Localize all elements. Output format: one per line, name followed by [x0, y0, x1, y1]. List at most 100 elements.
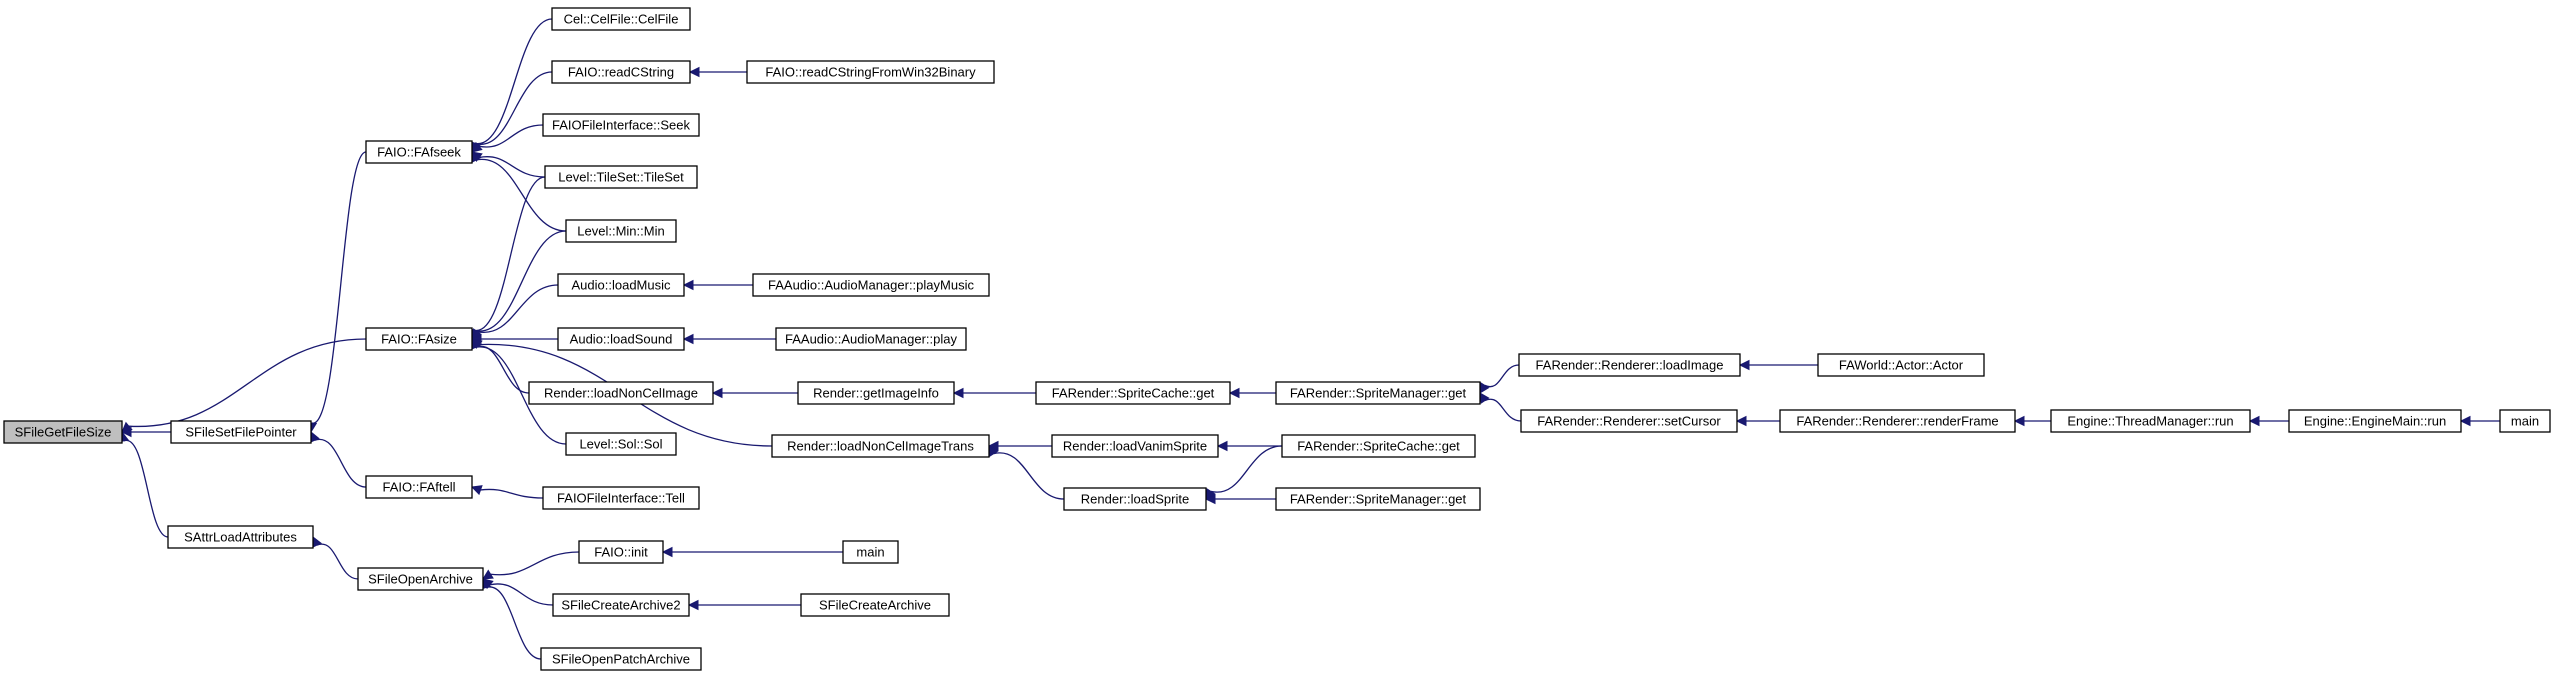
node-farender-setcursor[interactable]: FARender::Renderer::setCursor [1520, 409, 1738, 433]
edge-sfilecreatearchive-to-sfilecreatearchive2 [687, 599, 801, 611]
node-box [551, 60, 691, 84]
node-farender-loadimage[interactable]: FARender::Renderer::loadImage [1518, 353, 1741, 377]
node-render-getimageinfo[interactable]: Render::getImageInfo [797, 381, 955, 405]
edge-line [485, 586, 542, 660]
node-box [1063, 487, 1207, 511]
edge-line [1210, 445, 1283, 493]
arrow-head [470, 485, 483, 496]
node-box [1275, 487, 1481, 511]
node-box [557, 327, 685, 351]
node-label: FAAudio::AudioManager::playMusic [768, 278, 974, 293]
node-label: FARender::SpriteManager::get [1290, 492, 1467, 507]
node-box [170, 420, 312, 444]
node-label: Level::Min::Min [577, 224, 664, 239]
node-label: Render::loadNonCelImageTrans [787, 439, 974, 454]
node-box [365, 327, 473, 351]
node-sfileopenpatcharchive[interactable]: SFileOpenPatchArchive [540, 647, 702, 671]
node-label: Render::loadNonCelImage [544, 386, 698, 401]
node-label: FAIOFileInterface::Tell [557, 491, 685, 506]
node-engine-threadmanager-run[interactable]: Engine::ThreadManager::run [2050, 409, 2251, 433]
node-render-loadsprite[interactable]: Render::loadSprite [1063, 487, 1207, 511]
node-box [365, 140, 473, 164]
edge-sfileopenarchive-to-sattrloadattributes [312, 535, 359, 580]
node-audio-loadmusic[interactable]: Audio::loadMusic [557, 273, 685, 297]
node-label: main [856, 545, 884, 560]
node-faaudio-play[interactable]: FAAudio::AudioManager::play [775, 327, 967, 351]
node-box [1035, 381, 1231, 405]
node-faworld-actor[interactable]: FAWorld::Actor::Actor [1817, 353, 1985, 377]
node-render-loadvanimsprite[interactable]: Render::loadVanimSprite [1051, 434, 1219, 458]
node-box [1051, 434, 1219, 458]
node-level-min[interactable]: Level::Min::Min [565, 219, 677, 243]
node-sfileopenarchive[interactable]: SFileOpenArchive [357, 567, 484, 591]
node-label: FARender::Renderer::renderFrame [1796, 414, 1998, 429]
edge-audio-loadsound-to-faio-fasize [470, 333, 558, 345]
edge-line [474, 18, 553, 144]
node-box [1779, 409, 2016, 433]
edge-sattrloadattributes-to-sfilegetfilesize [118, 430, 169, 538]
node-sfilegetfilesize[interactable]: SFileGetFileSize [3, 420, 123, 444]
node-audio-loadsound[interactable]: Audio::loadSound [557, 327, 685, 351]
node-engine-enginemain-run[interactable]: Engine::EngineMain::run [2288, 409, 2462, 433]
node-main-1[interactable]: main [842, 540, 899, 564]
node-farender-spritemanager-get-2[interactable]: FARender::SpriteManager::get [1275, 487, 1481, 511]
node-faaudio-playmusic[interactable]: FAAudio::AudioManager::playMusic [752, 273, 990, 297]
node-render-loadnoncelimagetrans[interactable]: Render::loadNonCelImageTrans [771, 434, 990, 458]
node-faiofileinterface-seek[interactable]: FAIOFileInterface::Seek [542, 113, 700, 137]
edge-level-min-to-faio-fafseek [471, 151, 567, 232]
arrow-head [952, 387, 964, 399]
node-label: SFileGetFileSize [15, 425, 112, 440]
node-sfilesetfilepointer[interactable]: SFileSetFilePointer [170, 420, 312, 444]
edge-cel-celfile-to-faio-fafseek [469, 18, 553, 154]
node-faio-init[interactable]: FAIO::init [578, 540, 664, 564]
arrow-head [310, 430, 320, 443]
node-faio-readcstring[interactable]: FAIO::readCString [551, 60, 691, 84]
node-level-tileset[interactable]: Level::TileSet::TileSet [544, 165, 698, 189]
node-cel-celfile[interactable]: Cel::CelFile::CelFile [551, 7, 691, 31]
node-sattrloadattributes[interactable]: SAttrLoadAttributes [167, 525, 314, 549]
node-faio-readcstringfromwin32binary[interactable]: FAIO::readCStringFromWin32Binary [746, 60, 995, 84]
arrow-head [2248, 415, 2260, 427]
node-label: Audio::loadSound [570, 332, 673, 347]
node-box [557, 273, 685, 297]
edge-faaudio-playmusic-to-audio-loadmusic [682, 279, 753, 291]
arrow-head [682, 279, 694, 291]
node-faiofileinterface-tell[interactable]: FAIOFileInterface::Tell [542, 486, 700, 510]
node-label: FARender::Renderer::loadImage [1536, 358, 1724, 373]
node-sfilecreatearchive2[interactable]: SFileCreateArchive2 [552, 593, 690, 617]
node-box [842, 540, 899, 564]
edge-line [475, 346, 567, 445]
node-label: SFileCreateArchive [819, 598, 931, 613]
node-faio-fafseek[interactable]: FAIO::FAfseek [365, 140, 473, 164]
node-label: FAIO::init [594, 545, 648, 560]
edge-faiofileinterface-tell-to-faio-faftell [470, 485, 544, 499]
node-farender-spritemanager-get-1[interactable]: FARender::SpriteManager::get [1275, 381, 1481, 405]
node-farender-spritecache-get-1[interactable]: FARender::SpriteCache::get [1035, 381, 1231, 405]
node-sfilecreatearchive[interactable]: SFileCreateArchive [800, 593, 950, 617]
node-farender-spritecache-get-2[interactable]: FARender::SpriteCache::get [1281, 434, 1476, 458]
node-label: Level::Sol::Sol [579, 437, 662, 452]
edge-farender-renderframe-to-farender-setcursor [1735, 415, 1781, 427]
node-render-loadnoncelimage[interactable]: Render::loadNonCelImage [528, 381, 714, 405]
node-farender-renderframe[interactable]: FARender::Renderer::renderFrame [1779, 409, 2016, 433]
node-box [3, 420, 123, 444]
edge-line [489, 583, 554, 606]
edge-line [480, 488, 544, 499]
node-faio-faftell[interactable]: FAIO::FAftell [365, 475, 473, 499]
node-box [2288, 409, 2462, 433]
node-level-sol[interactable]: Level::Sol::Sol [565, 432, 677, 456]
edge-line [479, 156, 546, 178]
node-box [771, 434, 990, 458]
node-label: FAIO::FAftell [383, 480, 456, 495]
node-label: Render::getImageInfo [813, 386, 939, 401]
node-main-2[interactable]: main [2499, 409, 2551, 433]
edge-line [123, 440, 169, 538]
edge-line [475, 230, 567, 332]
node-label: FAIO::readCStringFromWin32Binary [765, 65, 976, 80]
node-box [528, 381, 714, 405]
node-label: FAIO::FAsize [381, 332, 457, 347]
arrow-head [121, 421, 133, 433]
arrow-head [1479, 392, 1490, 404]
node-faio-fasize[interactable]: FAIO::FAsize [365, 327, 473, 351]
node-label: Render::loadVanimSprite [1063, 439, 1207, 454]
